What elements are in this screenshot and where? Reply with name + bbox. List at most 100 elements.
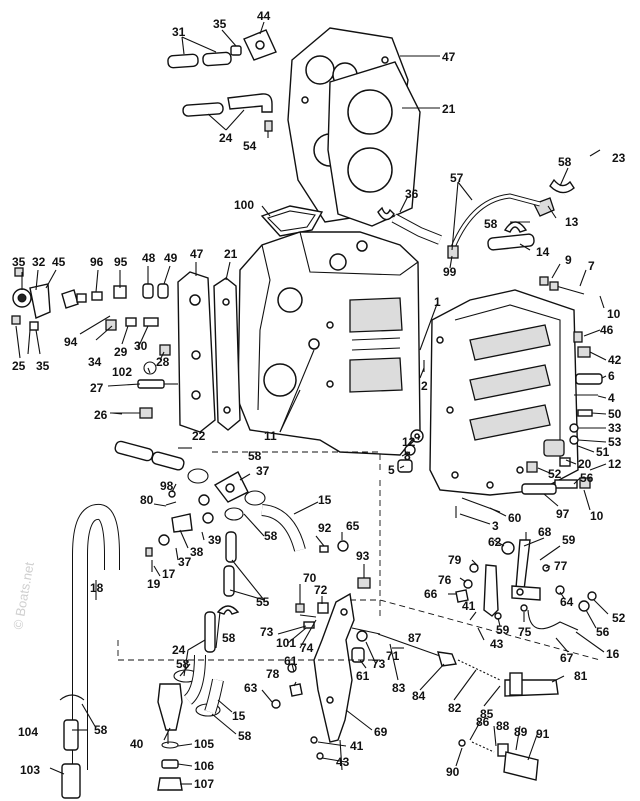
callout-6: 6: [608, 369, 615, 383]
callout-52-b: 52: [612, 611, 626, 625]
callout-56-b: 56: [596, 625, 610, 639]
connector-line-2: [212, 451, 381, 470]
callout-55: 55: [256, 595, 270, 609]
callout-57: 57: [450, 171, 464, 185]
callout-58-c: 58: [248, 449, 262, 463]
callout-1: 1: [434, 295, 441, 309]
callout-68: 68: [538, 525, 552, 539]
callout-85: 85: [480, 707, 494, 721]
part-31-tubes: [167, 51, 232, 69]
callout-87: 87: [408, 631, 422, 645]
callout-71: 71: [386, 649, 400, 663]
callout-28: 28: [156, 355, 170, 369]
callout-73: 73: [260, 625, 274, 639]
callout-84: 84: [412, 689, 426, 703]
watermark: © Boats.net: [10, 560, 37, 630]
callout-20: 20: [578, 457, 592, 471]
callout-105: 105: [194, 737, 214, 751]
callout-59: 59: [562, 533, 576, 547]
part-105-106-107-nuts: [157, 741, 183, 791]
callout-38: 38: [190, 545, 204, 559]
leader-lines: [15, 21, 609, 785]
callout-56: 56: [580, 471, 594, 485]
callout-90: 90: [446, 765, 460, 779]
callout-44: 44: [257, 9, 271, 23]
part-99-fitting: [447, 245, 459, 259]
callout-13: 13: [565, 215, 579, 229]
callout-21-b: 21: [224, 247, 238, 261]
part-37-fitting-a: [213, 471, 249, 503]
part-57-hose: [447, 193, 541, 256]
part-40-38-39-17-fittings: [145, 494, 214, 557]
part-47-side-cover: [177, 271, 216, 433]
callout-9: 9: [565, 253, 572, 267]
callout-96: 96: [90, 255, 104, 269]
callout-17: 17: [162, 567, 176, 581]
part-44-cover: [243, 29, 277, 61]
callout-41-b: 41: [462, 599, 476, 613]
callout-97: 97: [556, 507, 570, 521]
callout-58-d: 58: [264, 529, 278, 543]
part-cylinder-block: [237, 231, 421, 456]
callout-75: 75: [518, 625, 532, 639]
callout-72: 72: [314, 583, 328, 597]
part-86-88-89-91-handle: [458, 739, 539, 781]
part-70-72-101-73-74: [295, 602, 329, 629]
callout-24-b: 24: [172, 643, 186, 657]
callout-36: 36: [405, 187, 419, 201]
part-104-103-fitting: [59, 694, 85, 799]
callout-99: 99: [443, 265, 457, 279]
callout-22: 22: [192, 429, 206, 443]
callout-58: 58: [558, 155, 572, 169]
callout-49: 49: [164, 251, 178, 265]
callout-37: 37: [256, 464, 270, 478]
callout-42: 42: [608, 353, 622, 367]
callout-80: 80: [140, 493, 154, 507]
part-92-65-93-hardware: [319, 540, 371, 589]
callout-35-left: 35: [12, 255, 26, 269]
callout-81: 81: [574, 669, 588, 683]
callout-65: 65: [346, 519, 360, 533]
callout-78: 78: [266, 667, 280, 681]
part-15-hose-right: [261, 504, 306, 552]
callout-43: 43: [336, 755, 350, 769]
callout-48: 48: [142, 251, 156, 265]
callout-95: 95: [114, 255, 128, 269]
callout-43-b: 43: [490, 637, 504, 651]
callout-14: 14: [536, 245, 550, 259]
callout-74: 74: [300, 641, 314, 655]
callout-58-e: 58: [222, 631, 236, 645]
callout-70: 70: [303, 571, 317, 585]
part-98-80-small: [153, 490, 176, 507]
callout-8: 8: [404, 449, 411, 463]
part-15-hose-lower: [183, 654, 224, 714]
callout-15: 15: [318, 493, 332, 507]
callout-15-b: 15: [232, 709, 246, 723]
callout-82: 82: [448, 701, 462, 715]
part-58-clip-top: [549, 178, 575, 194]
callout-94: 94: [64, 335, 78, 349]
part-35-fitting-top: [230, 45, 242, 56]
callout-54: 54: [243, 139, 257, 153]
callout-45: 45: [52, 255, 66, 269]
callout-102: 102: [112, 365, 132, 379]
part-41-43-bottom-hardware: [310, 736, 324, 760]
callout-106: 106: [194, 759, 214, 773]
callout-25: 25: [12, 359, 26, 373]
part-52-56-10-97-fittings: [521, 461, 591, 495]
callout-61-b: 61: [356, 669, 370, 683]
part-68-59-arm: [511, 539, 550, 601]
part-35-32-45-bracket: [12, 267, 51, 319]
callout-5: 5: [388, 463, 395, 477]
callout-77: 77: [554, 559, 568, 573]
callout-52: 52: [548, 467, 562, 481]
part-24-tubes-top: [182, 93, 273, 117]
callout-46: 46: [600, 323, 614, 337]
callout-107: 107: [194, 777, 214, 791]
part-64-52-56-hardware: [555, 585, 597, 612]
callout-58-g: 58: [238, 729, 252, 743]
callout-66: 66: [424, 587, 438, 601]
callout-103: 103: [20, 763, 40, 777]
callout-47-b: 47: [190, 247, 204, 261]
